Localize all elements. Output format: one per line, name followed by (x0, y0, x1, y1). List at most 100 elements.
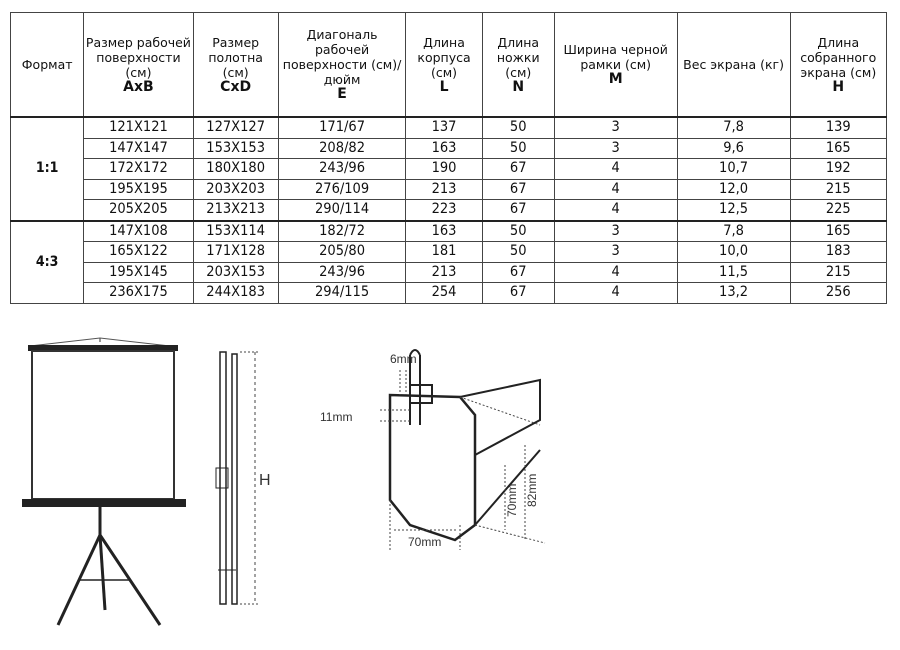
column-header: Длина корпуса (см)L (405, 12, 483, 118)
header-code: AxB (123, 78, 154, 95)
column-header: Вес экрана (кг) (676, 12, 791, 118)
table-cell: 127X127 (192, 116, 279, 139)
column-header: Формат (9, 12, 85, 118)
header-code: E (337, 86, 347, 102)
table-cell: 139 (789, 116, 888, 139)
header-text: Размер полотна (см) (208, 34, 263, 80)
column-header: Ширина черной рамки (см)M (553, 12, 678, 118)
table-cell: 67 (481, 282, 555, 304)
table-cell: 4 (553, 178, 678, 200)
tripod-screen-side-diagram: H (215, 351, 271, 605)
table-cell: 67 (481, 158, 555, 180)
table-cell: 236X175 (83, 282, 194, 304)
table-cell: 147X108 (83, 219, 194, 242)
table-cell: 3 (553, 241, 678, 263)
table-cell: 10,0 (676, 241, 791, 263)
table-cell: 153X114 (192, 219, 279, 242)
table-cell: 294/115 (277, 282, 407, 304)
table-cell: 7,8 (676, 116, 791, 139)
table-cell: 11,5 (676, 261, 791, 283)
table-cell: 67 (481, 261, 555, 283)
table-cell: 192 (789, 158, 888, 180)
table-cell: 3 (553, 137, 678, 159)
table-cell: 213 (405, 178, 483, 200)
table-cell: 276/109 (277, 178, 407, 200)
table-cell: 208/82 (277, 137, 407, 159)
specs-table: Формат Размер рабочей поверхности (см)AxB… (9, 12, 888, 304)
table-cell: 4 (553, 199, 678, 221)
table-cell: 182/72 (277, 219, 407, 242)
case-cross-section-diagram: 6mm 11mm 70mm 70mm 82mm (320, 349, 546, 550)
table-cell: 225 (789, 199, 888, 221)
table-cell: 50 (481, 116, 555, 139)
height-label: H (259, 472, 271, 489)
table-cell: 67 (481, 199, 555, 221)
dim-70mm-vertical: 70mm (505, 484, 519, 517)
format-cell: 4:3 (9, 219, 85, 304)
table-cell: 205/80 (277, 241, 407, 263)
table-cell: 244X183 (192, 282, 279, 304)
header-code: H (832, 78, 845, 95)
table-cell: 165 (789, 137, 888, 159)
table-cell: 172X172 (83, 158, 194, 180)
column-header: Длина собранного экрана (см)H (789, 12, 888, 118)
header-text: Формат (21, 57, 73, 72)
header-code: CxD (220, 78, 252, 95)
table-cell: 190 (405, 158, 483, 180)
header-text: Ширина черной рамки (см) (563, 42, 668, 72)
table-cell: 50 (481, 241, 555, 263)
header-text: Длина ножки (см) (496, 34, 540, 80)
table-cell: 147X147 (83, 137, 194, 159)
table-cell: 153X153 (192, 137, 279, 159)
table-cell: 254 (405, 282, 483, 304)
table-cell: 10,7 (676, 158, 791, 180)
table-cell: 183 (789, 241, 888, 263)
header-text: Вес экрана (кг) (683, 57, 784, 72)
table-cell: 203X153 (192, 261, 279, 283)
table-cell: 3 (553, 116, 678, 139)
header-code: L (439, 78, 449, 95)
table-cell: 67 (481, 178, 555, 200)
header-code: M (608, 71, 623, 87)
table-cell: 205X205 (83, 199, 194, 221)
table-cell: 213 (405, 261, 483, 283)
dim-6mm: 6mm (390, 352, 417, 366)
table-cell: 256 (789, 282, 888, 304)
table-cell: 12,0 (676, 178, 791, 200)
header-code: N (512, 78, 525, 95)
format-cell: 1:1 (9, 116, 85, 221)
table-cell: 181 (405, 241, 483, 263)
dim-70mm-horizontal: 70mm (408, 535, 441, 549)
table-cell: 215 (789, 261, 888, 283)
table-cell: 243/96 (277, 158, 407, 180)
table-cell: 165 (789, 219, 888, 242)
table-cell: 215 (789, 178, 888, 200)
table-cell: 195X195 (83, 178, 194, 200)
table-cell: 203X203 (192, 178, 279, 200)
dim-11mm: 11mm (320, 410, 352, 424)
table-cell: 163 (405, 137, 483, 159)
header-text: Диагональ рабочей поверхности (см)/дюйм (282, 27, 402, 87)
table-cell: 13,2 (676, 282, 791, 304)
table-cell: 195X145 (83, 261, 194, 283)
table-cell: 171/67 (277, 116, 407, 139)
table-cell: 4 (553, 282, 678, 304)
table-cell: 223 (405, 199, 483, 221)
table-cell: 290/114 (277, 199, 407, 221)
header-text: Размер рабочей поверхности (см) (85, 34, 191, 80)
table-cell: 165X122 (83, 241, 194, 263)
column-header: Размер рабочей поверхности (см)AxB (83, 12, 194, 118)
column-header: Размер полотна (см)CxD (192, 12, 279, 118)
table-cell: 3 (553, 219, 678, 242)
table-cell: 4 (553, 261, 678, 283)
